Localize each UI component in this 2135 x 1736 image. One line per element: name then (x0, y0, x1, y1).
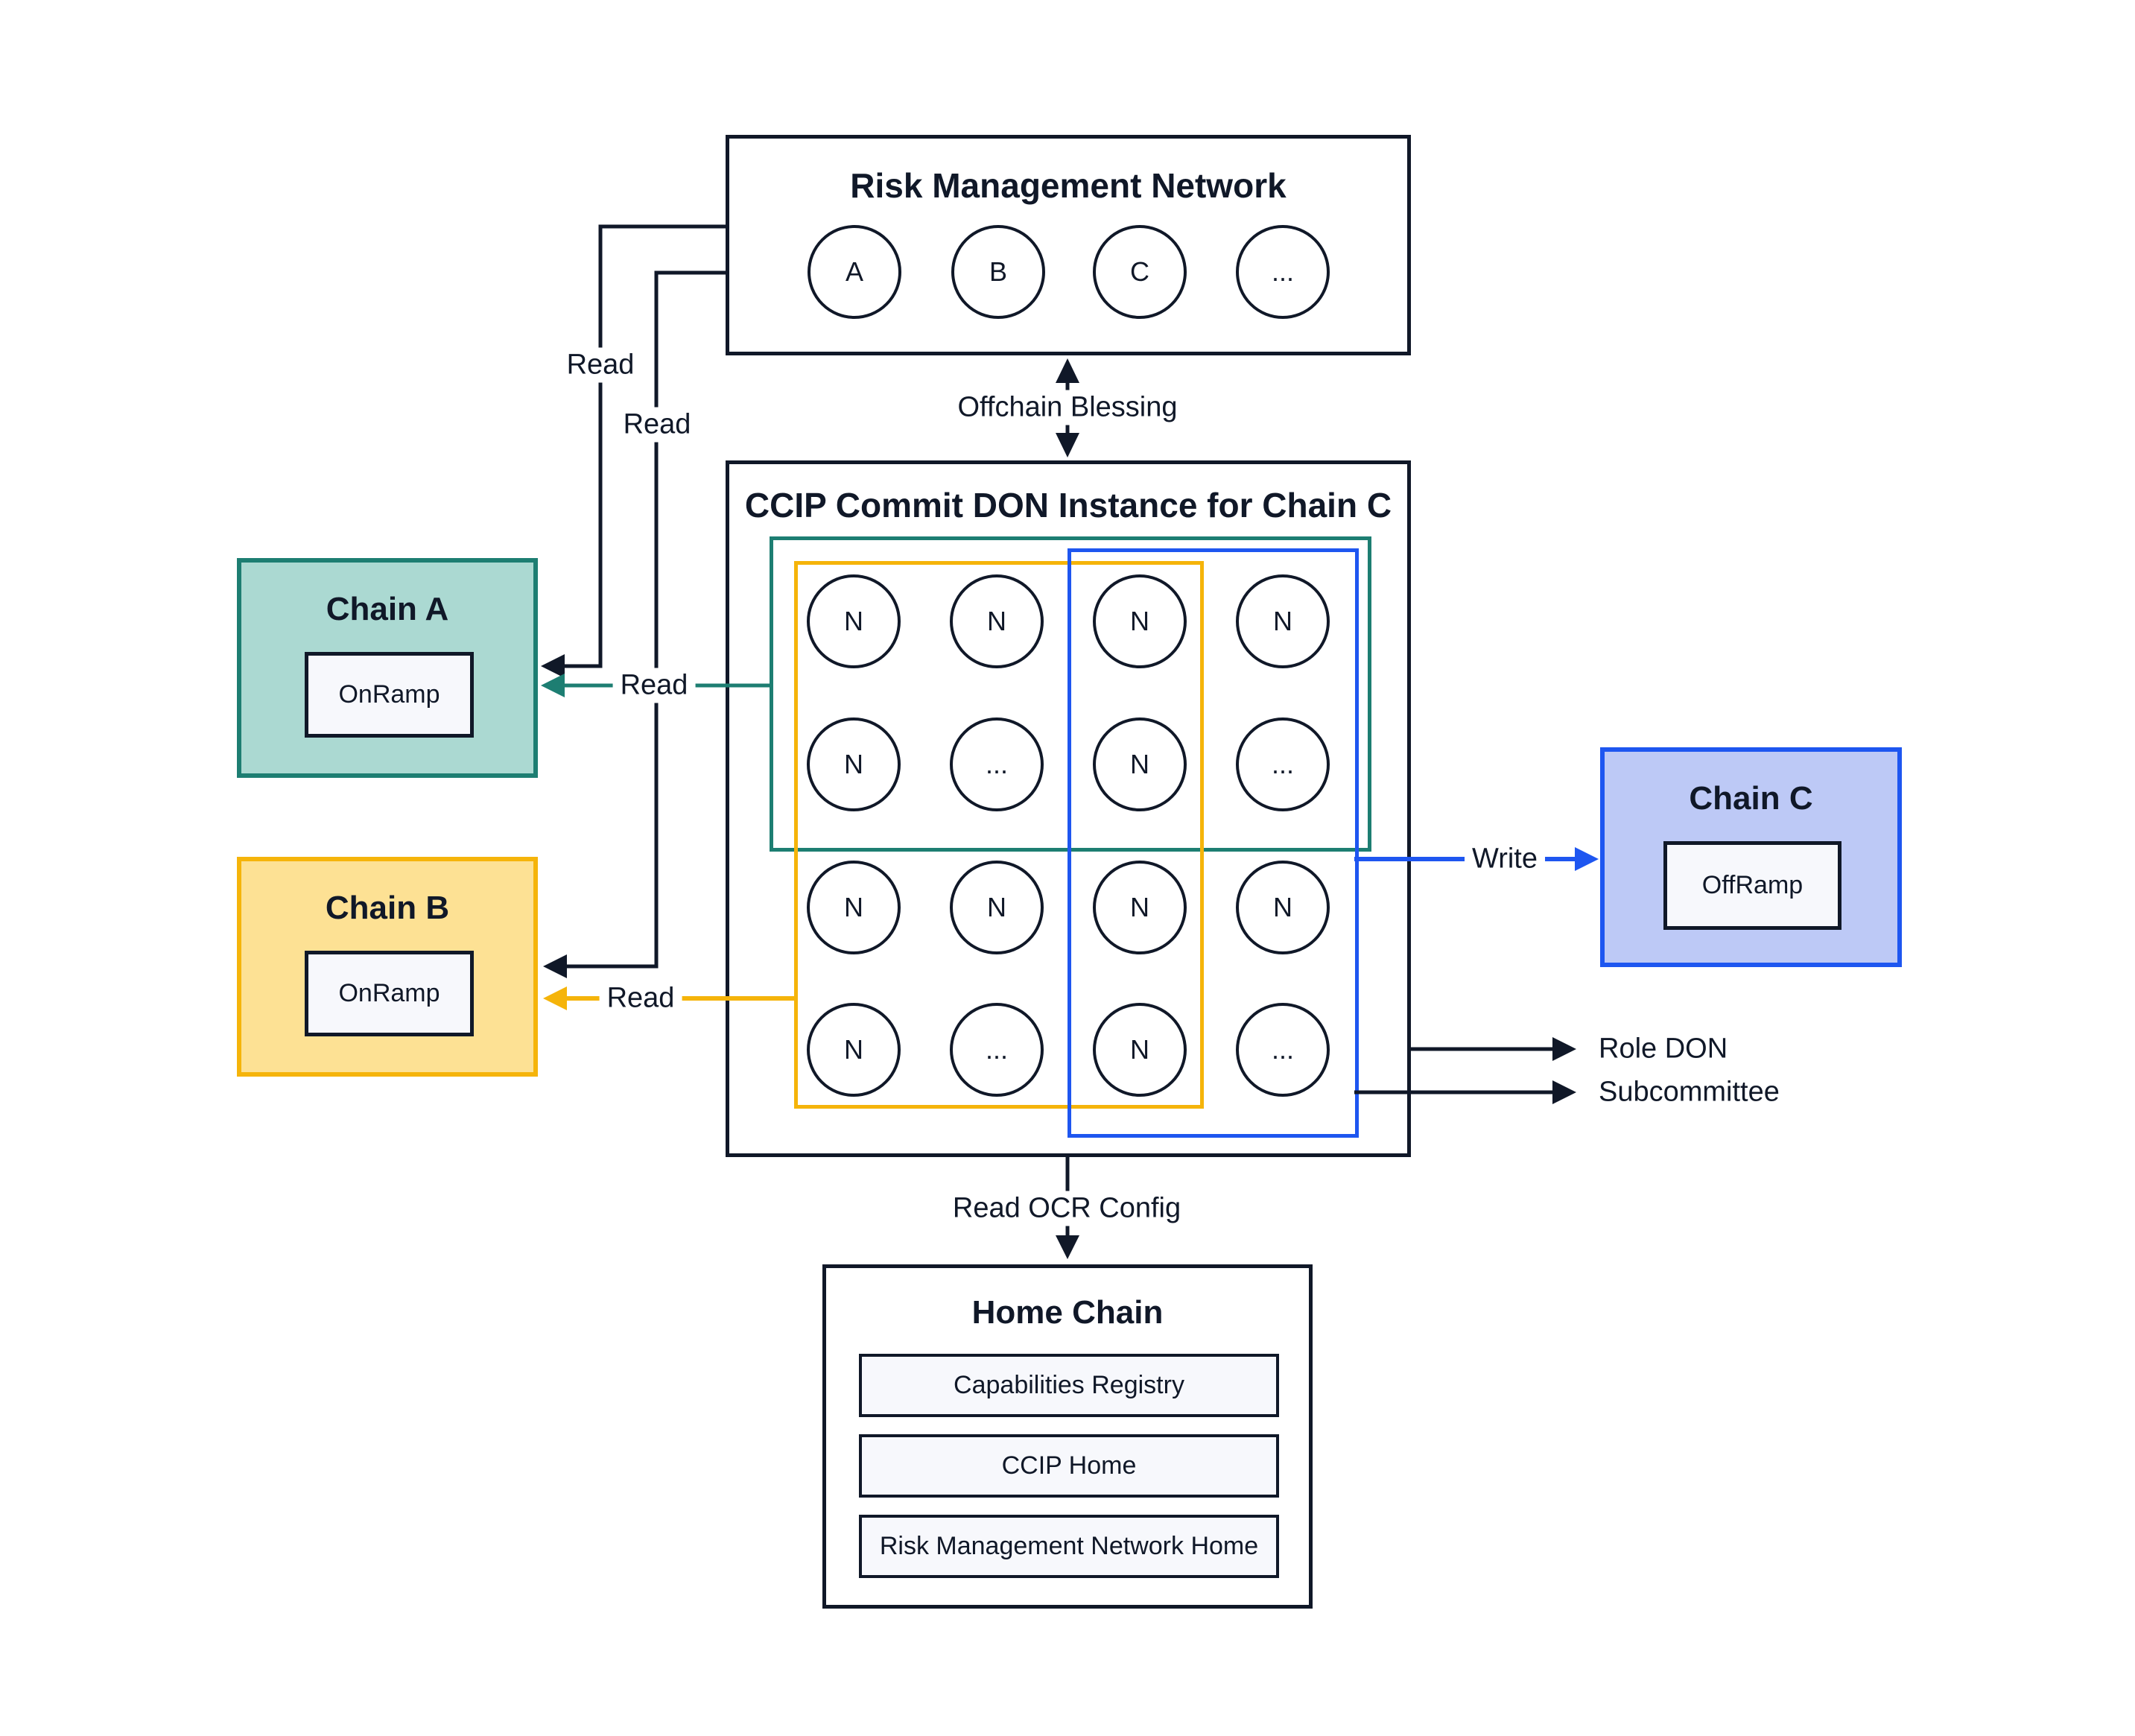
capabilities-registry-box: Capabilities Registry (859, 1354, 1279, 1417)
read-label-rmn-chain-b: Read (615, 407, 699, 443)
don-node-r4c2: ... (950, 1003, 1044, 1097)
chain-a-box: Chain A OnRamp (237, 558, 538, 778)
chain-b-yellow-arrowhead (543, 986, 567, 1010)
risk-management-network-title: Risk Management Network (850, 166, 1287, 205)
chain-b-black-arrowhead (543, 954, 567, 978)
don-node-r1c3: N (1093, 574, 1187, 668)
chain-b-onramp-box: OnRamp (305, 951, 474, 1036)
commit-don-title: CCIP Commit DON Instance for Chain C (744, 486, 1392, 525)
role-don-label: Role DON (1599, 1031, 1728, 1067)
don-node-r2c3: N (1093, 717, 1187, 811)
offchain-blessing-label: Offchain Blessing (950, 390, 1185, 425)
rmn-node-a: A (808, 225, 901, 319)
home-chain-title: Home Chain (971, 1294, 1164, 1331)
rmn-node-b: B (951, 225, 1045, 319)
don-node-r1c4: N (1236, 574, 1330, 668)
ccip-home-box: CCIP Home (859, 1434, 1279, 1498)
yellow-group-rect (794, 561, 1204, 1109)
don-node-r3c2: N (950, 861, 1044, 954)
don-node-r4c4: ... (1236, 1003, 1330, 1097)
don-node-r2c2: ... (950, 717, 1044, 811)
blue-group-rect (1068, 548, 1359, 1138)
don-node-r2c1: N (807, 717, 901, 811)
read-ocr-arrowhead (1056, 1235, 1079, 1259)
don-node-r4c3: N (1093, 1003, 1187, 1097)
don-node-r4c1: N (807, 1003, 901, 1097)
chain-b-title: Chain B (325, 890, 450, 926)
home-chain-box: Home Chain Capabilities Registry CCIP Ho… (822, 1264, 1313, 1609)
chain-c-offramp-box: OffRamp (1663, 841, 1841, 930)
subcommittee-arrowhead (1552, 1080, 1576, 1104)
chain-a-teal-arrowhead (541, 674, 565, 697)
write-label: Write (1465, 841, 1545, 877)
rmn-node-ellipsis: ... (1236, 225, 1330, 319)
write-arrowhead (1575, 847, 1599, 871)
rmn-to-chain-a-line (563, 224, 726, 668)
don-node-r1c2: N (950, 574, 1044, 668)
don-node-r3c1: N (807, 861, 901, 954)
role-don-arrowhead (1552, 1037, 1576, 1061)
offchain-blessing-arrowhead-down (1056, 433, 1079, 457)
chain-a-onramp-box: OnRamp (305, 652, 474, 738)
rmn-home-box: Risk Management Network Home (859, 1515, 1279, 1578)
chain-c-title: Chain C (1689, 780, 1813, 817)
offchain-blessing-arrowhead-up (1056, 358, 1079, 383)
don-node-r1c1: N (807, 574, 901, 668)
don-node-r3c3: N (1093, 861, 1187, 954)
read-label-rmn-chain-a: Read (559, 347, 642, 383)
read-ocr-config-label: Read OCR Config (945, 1191, 1189, 1226)
don-node-r3c4: N (1236, 861, 1330, 954)
chain-a-black-arrowhead (541, 654, 565, 678)
chain-b-box: Chain B OnRamp (237, 857, 538, 1077)
don-node-r2c4: ... (1236, 717, 1330, 811)
rmn-node-c: C (1093, 225, 1187, 319)
chain-a-title: Chain A (326, 591, 449, 627)
read-label-don-chain-b: Read (599, 981, 682, 1016)
read-label-don-chain-a: Read (612, 668, 696, 703)
subcommittee-label: Subcommittee (1599, 1074, 1780, 1110)
chain-c-box: Chain C OffRamp (1600, 747, 1902, 967)
